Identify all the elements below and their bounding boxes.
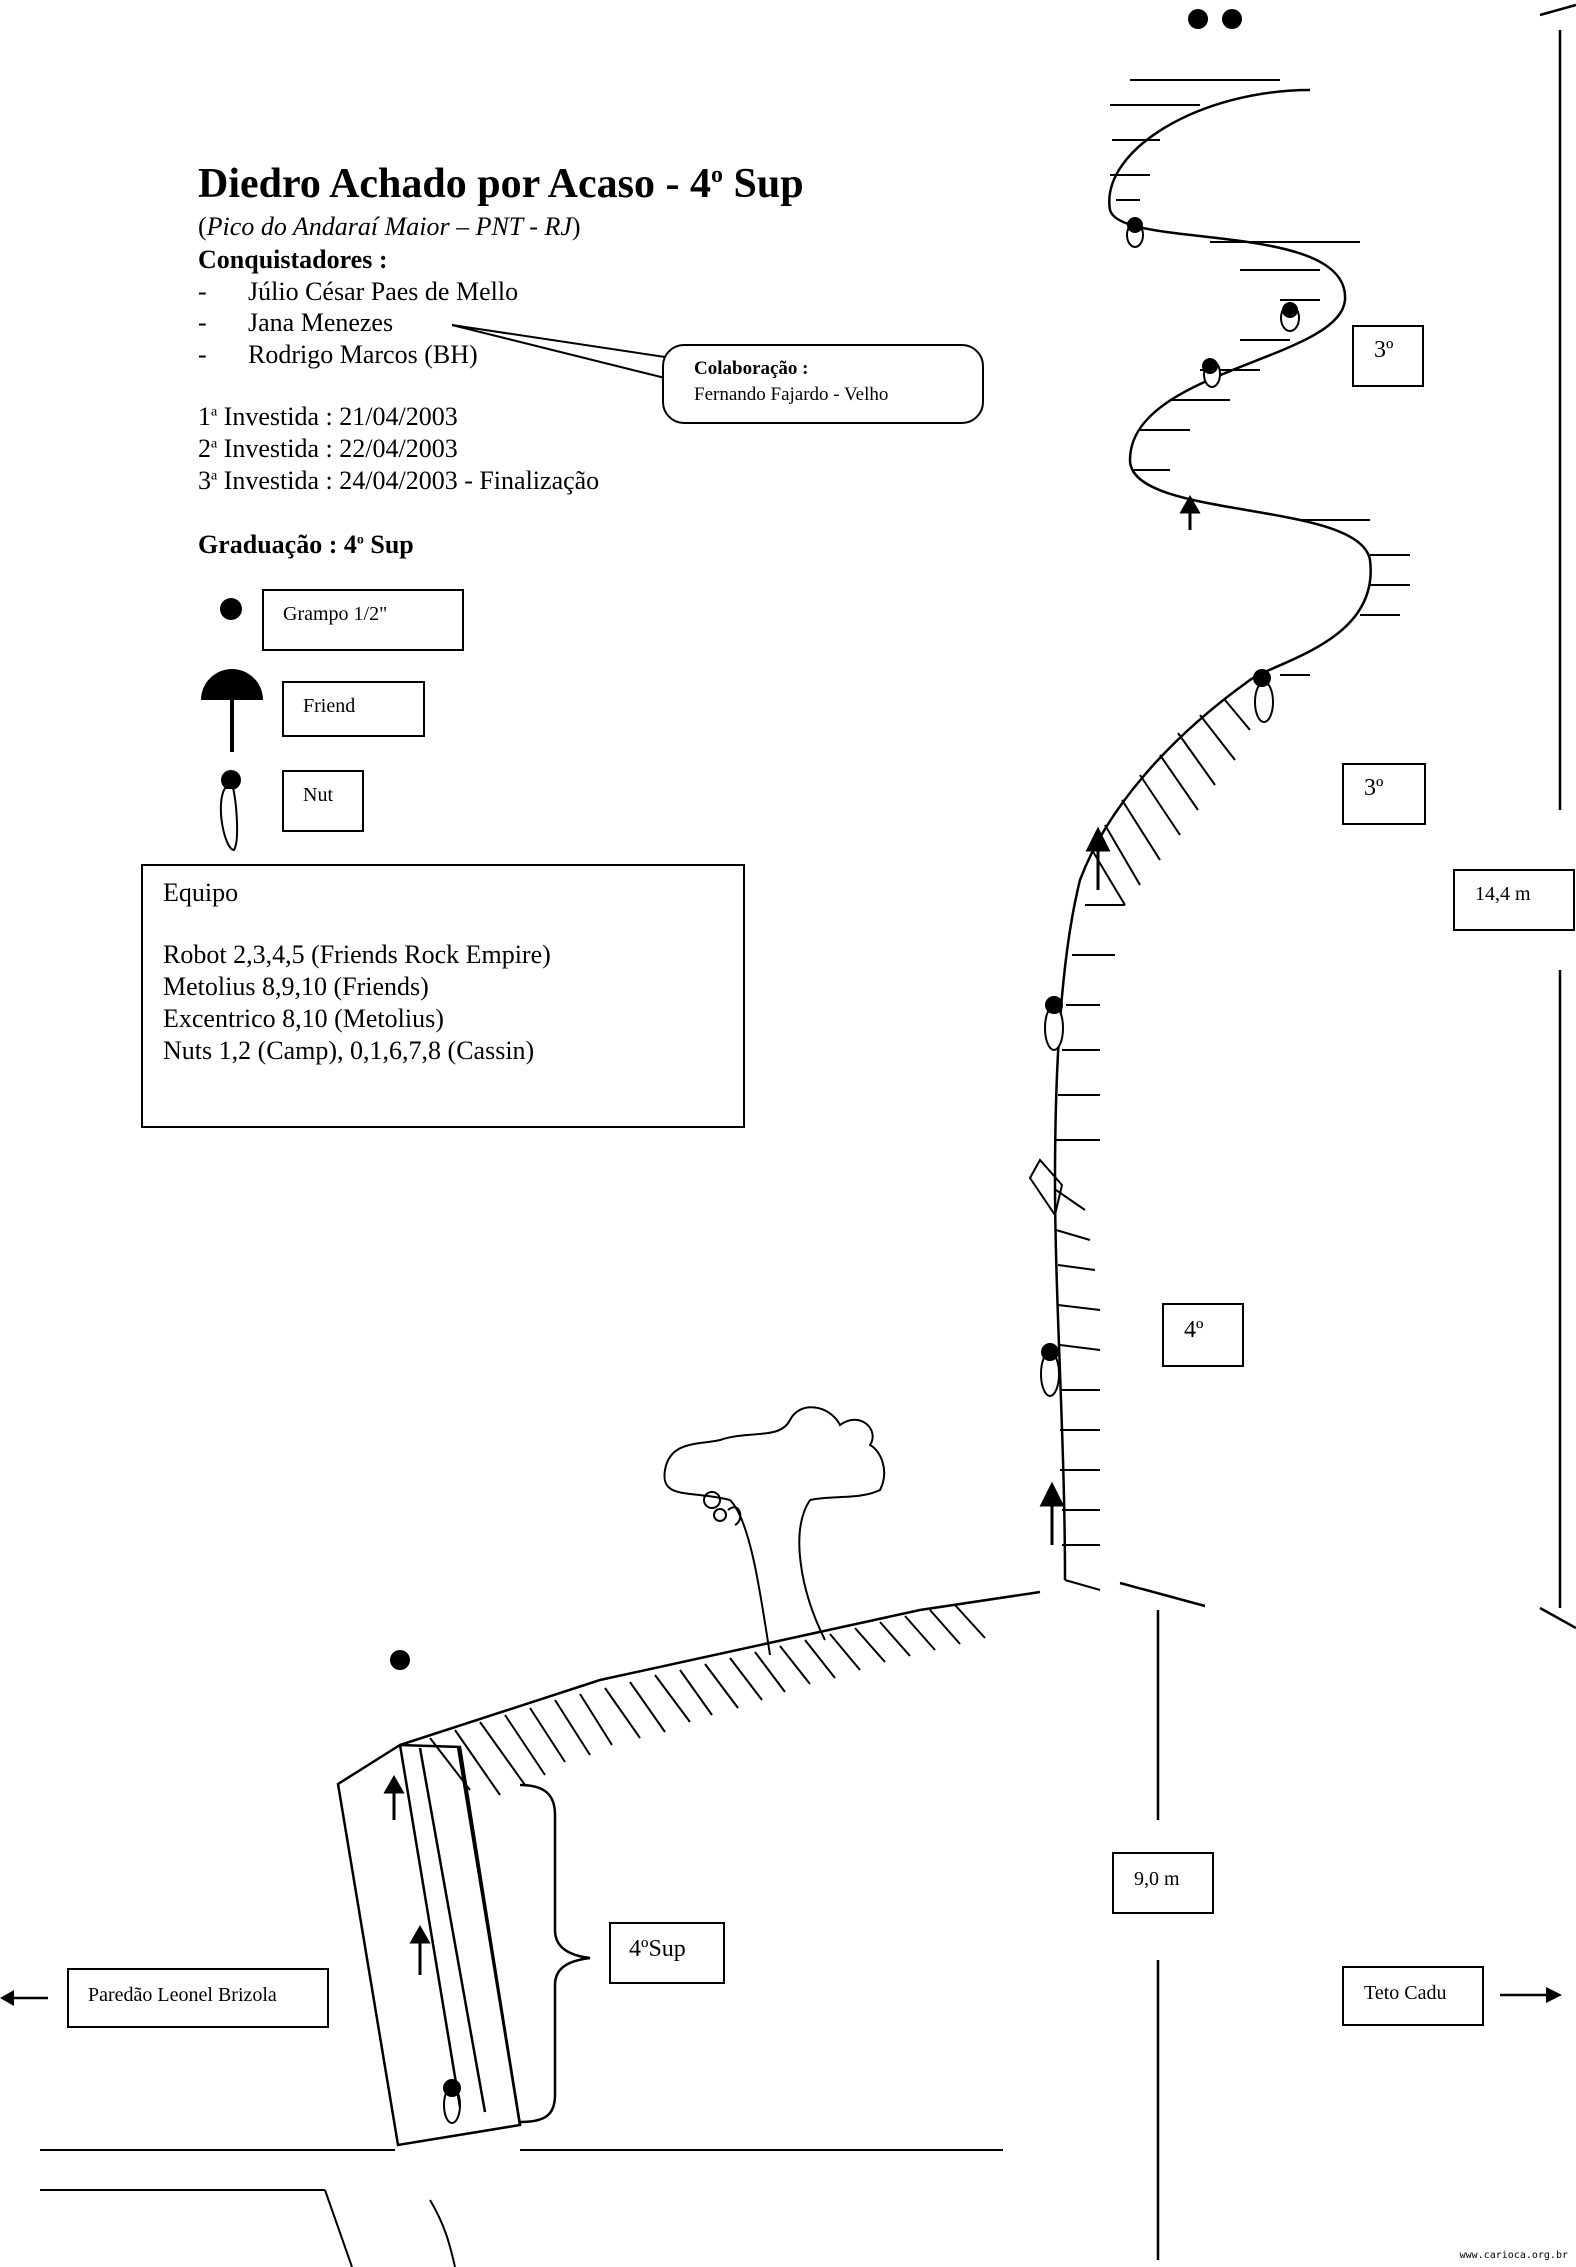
equipment-item: Excentrico 8,10 (Metolius)	[163, 1004, 444, 1033]
height-label-upper-text: 14,4 m	[1475, 883, 1531, 905]
page-title: Diedro Achado por Acaso - 4o Sup	[198, 161, 804, 207]
right-roof-label-text: Teto Cadu	[1364, 1982, 1447, 2004]
equipment-box: Equipo Robot 2,3,4,5 (Friends Rock Empir…	[141, 864, 745, 1128]
grade-label-mid: 3º	[1342, 763, 1426, 825]
conqueror-item: -Júlio César Paes de Mello	[198, 277, 519, 306]
conqueror-item: -Rodrigo Marcos (BH)	[198, 340, 478, 369]
ledge-hatching	[429, 1604, 986, 1796]
site-watermark: www.carioca.org.br	[1459, 2250, 1568, 2261]
ledge-terrace	[399, 1581, 1206, 1747]
equipment-item: Metolius 8,9,10 (Friends)	[163, 972, 429, 1001]
ground-lines	[40, 2149, 1003, 2267]
arrow-left-icon	[0, 1990, 48, 2006]
grade-label-top-text: 3º	[1374, 337, 1394, 363]
arrow-right-icon	[1500, 1987, 1562, 2003]
investida-2: 2a Investida : 22/04/2003	[198, 434, 458, 463]
tree-drawing	[663, 1406, 886, 1656]
equipment-item: Nuts 1,2 (Camp), 0,1,6,7,8 (Cassin)	[163, 1036, 535, 1065]
equipment-item: Robot 2,3,4,5 (Friends Rock Empire)	[163, 940, 551, 969]
grade-label-top: 3º	[1352, 325, 1424, 387]
start-pillar	[336, 1743, 522, 2147]
rock-hatching-dihedral	[1055, 904, 1125, 1591]
route-nuts	[443, 217, 1300, 2124]
grade-label-mid-text: 3º	[1364, 775, 1384, 801]
route-friends	[383, 494, 1201, 1975]
collaboration-name: Fernando Fajardo - Velho	[694, 384, 889, 405]
left-wall-label: Paredão Leonel Brizola	[67, 1968, 329, 2028]
collaboration-callout: Colaboração : Fernando Fajardo - Velho	[662, 344, 984, 424]
height-label-upper: 14,4 m	[1453, 869, 1575, 931]
conqueror-item: -Jana Menezes	[198, 308, 394, 337]
collaboration-label: Colaboração :	[694, 358, 809, 379]
grade-label-lower: 4º	[1162, 1303, 1244, 1367]
height-lines	[1156, 3, 1576, 2260]
grade-label-lower-text: 4º	[1184, 1317, 1204, 1343]
investida-3: 3a Investida : 24/04/2003 - Finalização	[198, 466, 600, 495]
conquerors-label: Conquistadores :	[198, 245, 388, 274]
equipment-title: Equipo	[163, 878, 239, 907]
grampo-legend-icon	[220, 598, 242, 620]
pitch-brace	[519, 1783, 591, 2124]
height-label-lower: 9,0 m	[1112, 1852, 1214, 1914]
investida-1: 1a Investida : 21/04/2003	[198, 402, 458, 431]
legend-friend-label: Friend	[303, 695, 356, 717]
collab-callout-pointer	[451, 324, 666, 379]
height-label-lower-text: 9,0 m	[1134, 1868, 1180, 1890]
grade-line: Graduação : 4o Sup	[198, 530, 414, 559]
legend-nut: Nut	[282, 770, 364, 832]
right-roof-label: Teto Cadu	[1342, 1966, 1484, 2026]
legend-grampo-label: Grampo 1/2"	[283, 603, 388, 625]
grade-label-start-text: 4ºSup	[629, 1936, 686, 1962]
legend-grampo: Grampo 1/2"	[262, 589, 464, 651]
top-anchor-bolts	[1188, 9, 1242, 29]
friend-legend-icon	[201, 669, 263, 752]
route-line-upper	[1053, 88, 1372, 1581]
grade-label-start: 4ºSup	[609, 1922, 725, 1984]
location-line: (Pico do Andaraí Maior – PNT - RJ)	[198, 212, 581, 241]
left-wall-label-text: Paredão Leonel Brizola	[88, 1984, 277, 2006]
legend-friend: Friend	[282, 681, 425, 737]
nut-legend-icon	[219, 770, 241, 852]
bolt-ledge	[390, 1650, 410, 1670]
legend-nut-label: Nut	[303, 784, 333, 806]
flake-feature	[1028, 1158, 1064, 1218]
rock-hatching-corner	[1091, 699, 1251, 906]
